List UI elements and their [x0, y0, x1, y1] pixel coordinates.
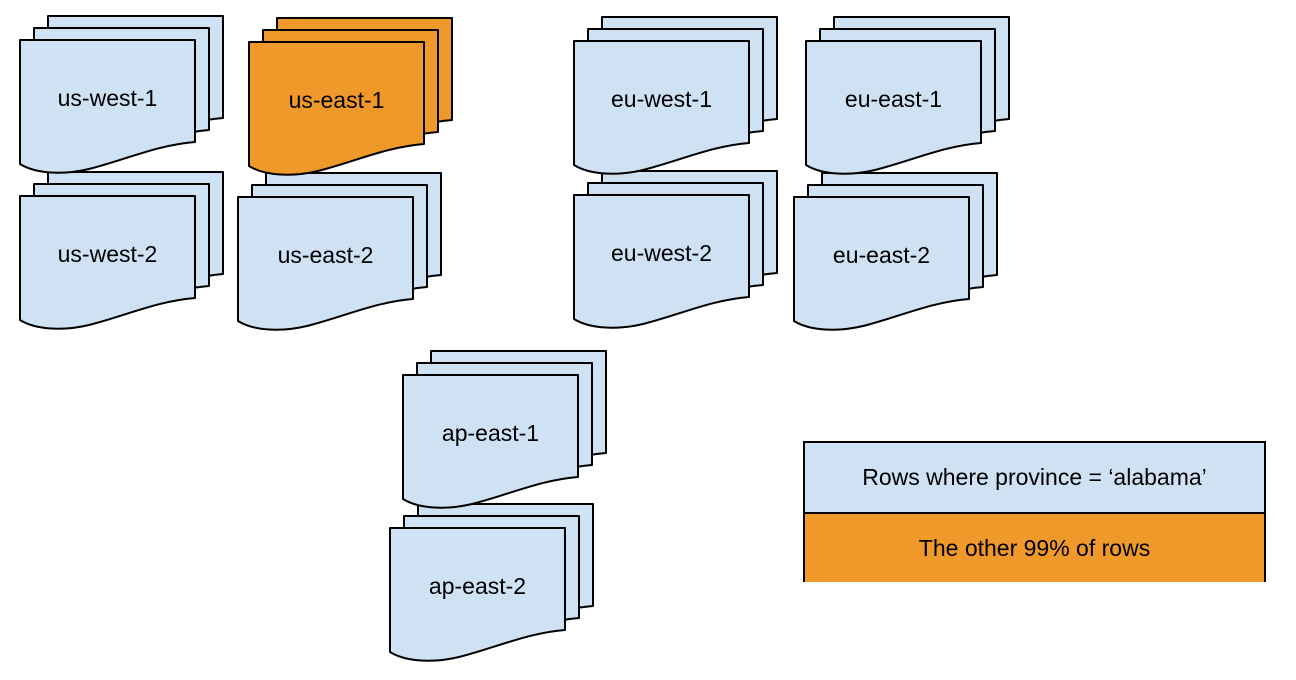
region-label: eu-east-2 — [832, 242, 931, 268]
region-label: ap-east-1 — [441, 420, 540, 446]
region-label: ap-east-2 — [428, 573, 527, 599]
region-label: us-east-1 — [288, 87, 385, 113]
legend-item-alabama-rows: Rows where province = ‘alabama’ — [805, 443, 1264, 514]
region-stack-eu-east-1: eu-east-1 — [805, 16, 1011, 176]
region-stack-eu-east-2: eu-east-2 — [793, 172, 999, 332]
region-stack-ap-east-1: ap-east-1 — [402, 350, 608, 510]
region-stack-us-east-1: us-east-1 — [248, 17, 454, 177]
legend-item-label: Rows where province = ‘alabama’ — [862, 464, 1207, 490]
region-stack-us-east-2: us-east-2 — [237, 172, 443, 332]
region-label: us-west-1 — [57, 85, 158, 111]
region-stack-ap-east-2: ap-east-2 — [389, 503, 595, 663]
legend-item-label: The other 99% of rows — [918, 534, 1151, 561]
region-label: us-east-2 — [277, 242, 374, 268]
legend-item-other-rows: The other 99% of rows — [805, 514, 1264, 582]
region-label: eu-east-1 — [844, 86, 943, 112]
region-label: eu-west-1 — [611, 86, 712, 112]
region-stack-us-west-1: us-west-1 — [19, 15, 225, 175]
region-stack-eu-west-2: eu-west-2 — [573, 170, 779, 330]
region-stack-us-west-2: us-west-2 — [19, 171, 225, 331]
legend: Rows where province = ‘alabama’ The othe… — [803, 441, 1266, 582]
region-stack-eu-west-1: eu-west-1 — [573, 16, 779, 176]
region-label: us-west-2 — [57, 241, 158, 267]
region-label: eu-west-2 — [611, 240, 712, 266]
